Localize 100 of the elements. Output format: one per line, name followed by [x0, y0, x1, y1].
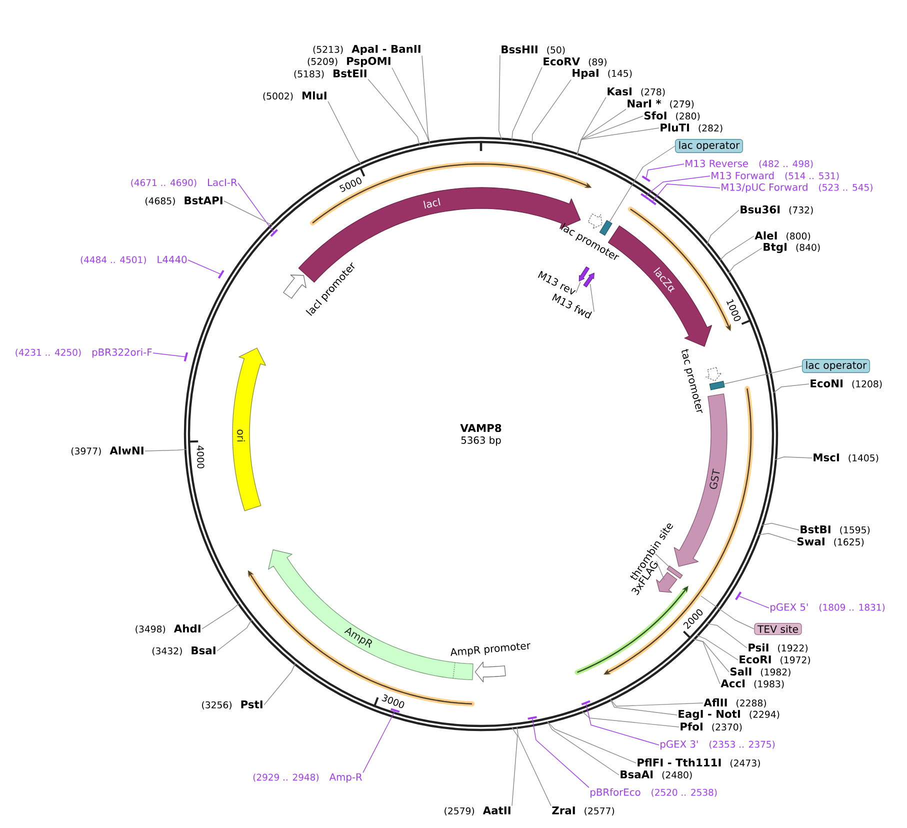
restriction-site-label: (3498) AhdI: [136, 624, 200, 634]
leader-line: [590, 284, 594, 312]
leader-line: [610, 698, 704, 707]
primer-mark: [735, 592, 742, 600]
primer-label: (2929 .. 2948) Amp-R: [253, 773, 362, 783]
restriction-site-label: (3256) PstI: [202, 700, 262, 710]
restriction-site-label: PluTI (282): [660, 123, 722, 133]
restriction-site-label: Bsu36I (732): [740, 205, 813, 215]
primer-mark: [184, 352, 188, 362]
feature-tag: lac operator: [802, 359, 870, 373]
restriction-site-label: PfoI (2370): [680, 722, 742, 732]
primer-mark: [270, 228, 278, 237]
leader-line: [706, 210, 740, 245]
leader-line: [652, 184, 720, 202]
primer-label: M13 Reverse (482 .. 498): [686, 160, 813, 168]
leader-line: [724, 366, 802, 384]
leader-line: [645, 176, 710, 196]
restriction-site-label: EcoRV (89): [544, 58, 606, 66]
restriction-site-label: NarI * (279): [628, 99, 694, 109]
leader-line: [696, 634, 738, 660]
restriction-site-label: EcoRI (1972): [740, 656, 810, 664]
restriction-site-label: EagI - NotI (2294): [678, 710, 780, 720]
primer-label: pBRforEco (2520 .. 2538): [590, 788, 717, 798]
primer-mark: [581, 700, 590, 706]
leader-line: [774, 456, 812, 460]
primer-mark: [640, 193, 650, 200]
primer-label: (4484 .. 4501) L4440: [80, 256, 187, 264]
leader-line: [202, 602, 240, 630]
leader-line: [264, 662, 296, 706]
leader-line: [586, 703, 660, 746]
leader-line: [516, 726, 552, 806]
leader-line: [719, 236, 754, 261]
leader-line: [728, 248, 762, 274]
leader-line: [547, 721, 636, 764]
leader-line: [368, 78, 420, 146]
leader-line: [576, 128, 660, 156]
restriction-site-label: (2579) AatII: [444, 806, 510, 816]
leader-line: [224, 200, 273, 226]
restriction-site-label: AccI (1983): [720, 680, 784, 688]
restriction-site-label: AflII (2288): [704, 698, 766, 708]
restriction-site-label: PsiI (1922): [748, 643, 808, 653]
primer-mark: [648, 198, 656, 206]
leader-line: [511, 727, 518, 806]
leader-line: [532, 79, 572, 144]
leader-line: [392, 67, 430, 144]
primer-label: pGEX 5' (1809 .. 1831): [770, 603, 885, 613]
primer-mark: [528, 716, 537, 720]
restriction-site-label: BsaAI (2480): [620, 770, 692, 780]
leader-line: [362, 711, 396, 774]
leader-line: [610, 698, 678, 716]
leader-line: [700, 596, 755, 630]
leader-line: [646, 164, 684, 178]
leader-line: [609, 146, 676, 222]
leader-line: [511, 66, 542, 141]
restriction-site-label: (4685) BstAPI: [145, 196, 222, 206]
restriction-site-label: MscI (1405): [814, 454, 878, 462]
restriction-site-label: PflFI - Tth111I (2473): [638, 758, 760, 768]
leader-line: [758, 533, 796, 542]
primer-symbol: [578, 266, 590, 282]
primer-mark: [218, 270, 224, 279]
restriction-site-label: BstBI (1595): [800, 526, 870, 534]
restriction-site-label: (5002) MluI: [263, 91, 326, 101]
leader-line: [498, 54, 502, 140]
tick-label: 1000: [726, 299, 741, 322]
leader-line: [144, 449, 187, 452]
restriction-site-label: SfoI (280): [644, 111, 700, 121]
restriction-site-label: (5213) ApaI - BanII: [313, 45, 420, 55]
restriction-site-label: ZraI (2577): [552, 806, 614, 816]
leader-line: [582, 710, 680, 728]
leader-line: [692, 638, 720, 684]
restriction-site-label: BssHII (50): [502, 46, 565, 54]
restriction-site-label: AleI (800): [754, 231, 810, 241]
leader-line: [532, 718, 590, 788]
primer-label: (4671 .. 4690) LacI-R: [131, 178, 238, 188]
leader-line: [547, 721, 620, 776]
leader-line: [772, 384, 810, 394]
leader-line: [422, 55, 430, 144]
tick-label: 4000: [196, 446, 204, 468]
leader-line: [761, 522, 800, 530]
leader-line: [692, 638, 730, 672]
leader-line: [576, 282, 581, 294]
feature-tag: lac operator: [675, 139, 743, 153]
feature-tag: TEV site: [754, 623, 802, 635]
primer-symbol: [583, 272, 594, 288]
leader-line: [656, 560, 665, 580]
plasmid-name: VAMP8: [460, 424, 502, 432]
restriction-site-label: (3432) BsaI: [152, 646, 216, 656]
feature-block: ori: [232, 348, 266, 512]
restriction-site-label: EcoNI (1208): [810, 380, 882, 388]
restriction-site-label: SalI (1982): [730, 667, 790, 677]
primer-mark: [642, 175, 650, 182]
restriction-site-label: (5183) BstEII: [294, 70, 366, 78]
leader-line: [152, 352, 186, 358]
primer-label: (4231 .. 4250) pBR322ori-F: [16, 348, 152, 358]
restriction-site-label: (5209) PspOMI: [308, 56, 390, 68]
restriction-site-label: (3977) AlwNI: [71, 446, 144, 456]
leader-line: [706, 623, 748, 648]
tick-label: 3000: [382, 694, 404, 708]
primer-mark: [390, 708, 400, 713]
restriction-site-label: BtgI (840): [764, 242, 820, 254]
